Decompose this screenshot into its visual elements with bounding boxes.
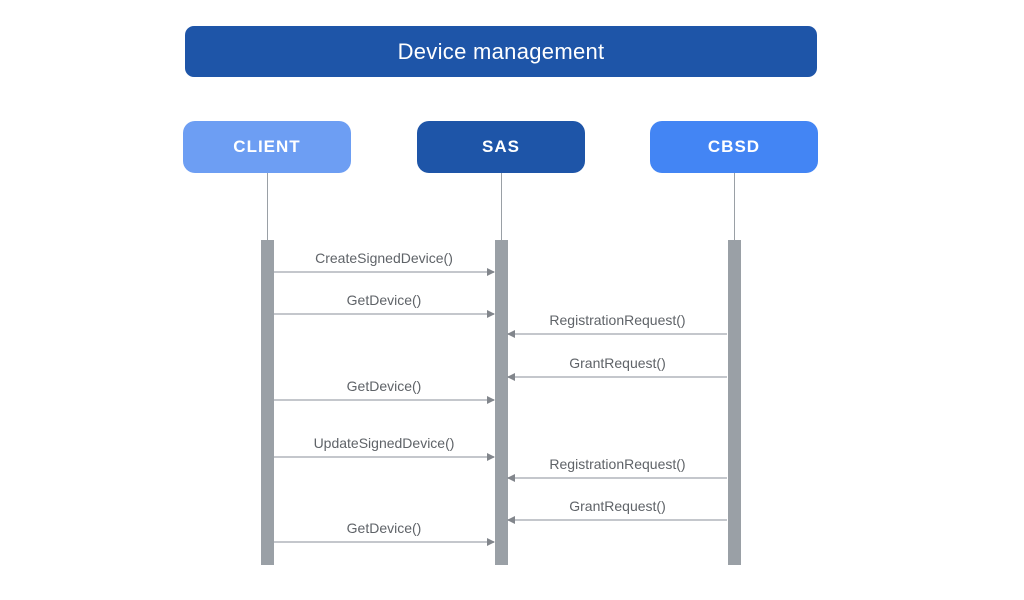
message-arrow-line (507, 515, 727, 524)
message-arrow-line (274, 395, 495, 404)
actor-box-client: CLIENT (183, 121, 351, 173)
arrowhead-icon (487, 537, 495, 546)
message-label: GrantRequest() (569, 355, 666, 371)
message-arrow-line (507, 329, 727, 338)
arrowhead-icon (487, 452, 495, 461)
message-arrow-line (274, 309, 495, 318)
message-label: GetDevice() (346, 520, 422, 536)
actor-label: CLIENT (233, 137, 301, 156)
message-arrow-line (274, 452, 495, 461)
lifeline-cbsd (733, 173, 735, 240)
arrowhead-icon (507, 473, 515, 482)
lifeline-sas (500, 173, 502, 240)
message-arrow-line (507, 372, 727, 381)
message-label: GrantRequest() (569, 498, 666, 514)
actor-label: SAS (482, 137, 520, 156)
arrowhead-icon (487, 267, 495, 276)
diagram-title: Device management (397, 38, 605, 64)
arrowhead-icon (507, 329, 515, 338)
message-arrow-line (274, 537, 495, 546)
message-label: RegistrationRequest() (549, 456, 686, 472)
actor-label: CBSD (707, 137, 761, 156)
message-label: GetDevice() (346, 292, 422, 308)
diagram-title-bar: Device management (185, 26, 817, 77)
activation-bar-sas (494, 240, 508, 565)
message-arrow-line (507, 473, 727, 482)
arrowhead-icon (507, 372, 515, 381)
arrowhead-icon (487, 309, 495, 318)
message-label: GetDevice() (346, 378, 422, 394)
arrowhead-icon (487, 395, 495, 404)
message-label: UpdateSignedDevice() (313, 435, 455, 451)
lifeline-client (266, 173, 268, 240)
arrowhead-icon (507, 515, 515, 524)
actor-box-sas: SAS (417, 121, 585, 173)
message-label: RegistrationRequest() (549, 312, 686, 328)
actor-box-cbsd: CBSD (650, 121, 818, 173)
message-label: CreateSignedDevice() (315, 250, 453, 266)
message-arrow-line (274, 267, 495, 276)
activation-bar-cbsd (727, 240, 741, 565)
activation-bar-client (260, 240, 274, 565)
